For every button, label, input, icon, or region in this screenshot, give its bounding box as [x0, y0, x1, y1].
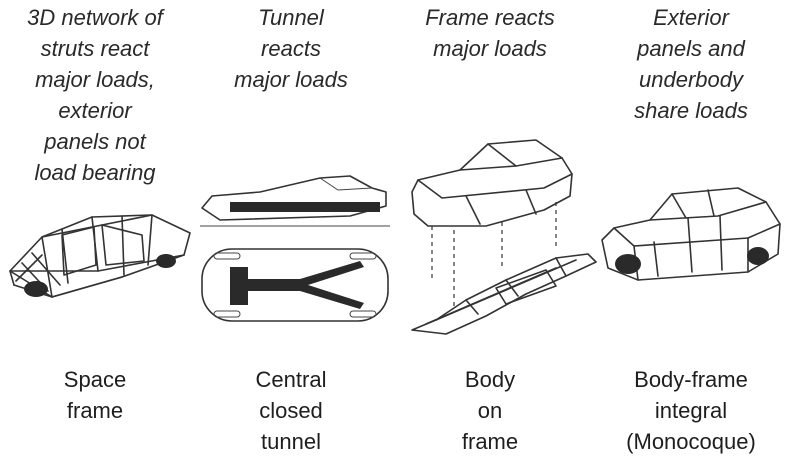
monocoque-description: Exterior panels and underbody share load…: [592, 2, 790, 126]
description-line: Frame reacts: [425, 5, 555, 30]
monocoque-name: Body-frame integral (Monocoque): [592, 364, 790, 457]
description-line: panels not: [44, 129, 146, 154]
column-space-frame: 3D network of struts react major loads, …: [0, 0, 191, 460]
name-line: (Monocoque): [626, 429, 756, 454]
space-frame-name: Space frame: [0, 364, 190, 426]
name-line: frame: [461, 429, 519, 454]
description-line: underbody: [639, 67, 743, 92]
description-line: 3D network of: [27, 5, 163, 30]
description-line: major loads,: [35, 67, 155, 92]
central-tunnel-name: Central closed tunnel: [196, 364, 386, 457]
description-line: reacts: [261, 36, 321, 61]
column-monocoque: Exterior panels and underbody share load…: [592, 0, 790, 460]
central-tunnel-plan-view: [201, 248, 389, 322]
monocoque-illustration: [601, 187, 781, 281]
body-on-frame-illustration: [411, 139, 597, 335]
name-line: tunnel: [261, 429, 321, 454]
name-line: closed: [259, 398, 323, 423]
description-line: major loads: [433, 36, 547, 61]
name-line: on: [477, 398, 503, 423]
description-line: share loads: [634, 98, 748, 123]
description-line: struts react: [40, 36, 150, 61]
column-body-on-frame: Frame reacts major loads Body on frame: [392, 0, 597, 460]
central-tunnel-description: Tunnel reacts major loads: [196, 2, 386, 95]
description-line: Tunnel: [258, 5, 324, 30]
body-on-frame-name: Body on frame: [392, 364, 588, 457]
space-frame-description: 3D network of struts react major loads, …: [0, 2, 190, 188]
description-line: panels and: [637, 36, 745, 61]
name-line: Body: [464, 367, 516, 392]
description-line: load bearing: [34, 160, 156, 185]
space-frame-illustration: [9, 214, 191, 298]
name-line: frame: [66, 398, 124, 423]
body-on-frame-description: Frame reacts major loads: [392, 2, 588, 64]
central-tunnel-side-view: [200, 175, 390, 227]
name-line: Central: [255, 367, 327, 392]
name-line: Body-frame: [634, 367, 748, 392]
name-line: integral: [654, 398, 728, 423]
description-line: major loads: [234, 67, 348, 92]
description-line: Exterior: [653, 5, 729, 30]
column-central-tunnel: Tunnel reacts major loads Central closed…: [196, 0, 390, 460]
description-line: exterior: [58, 98, 132, 123]
name-line: Space: [63, 367, 127, 392]
